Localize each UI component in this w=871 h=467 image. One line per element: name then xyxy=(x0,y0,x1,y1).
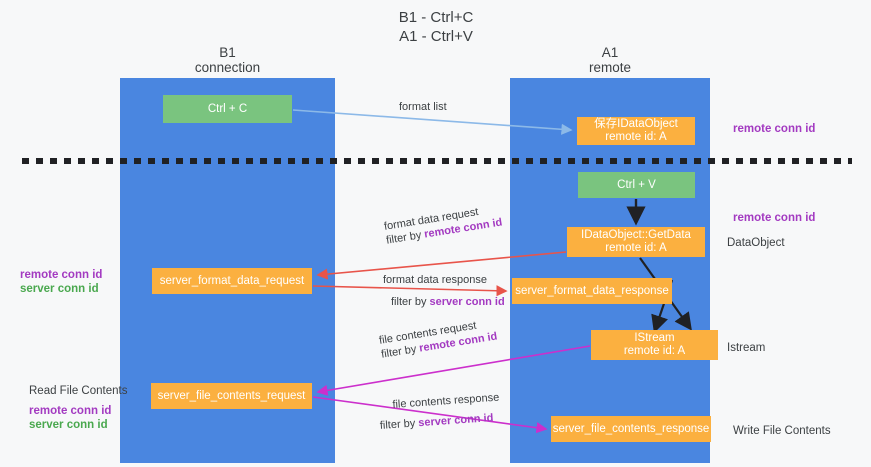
annotation-left-conn-ids-2: Read File Contents remote conn id server… xyxy=(29,384,127,432)
lane-title-a1: A1 remote xyxy=(510,45,710,75)
edge-label-file-contents-response-line1: file contents response xyxy=(392,391,500,411)
box-getdata-line1: IDataObject::GetData xyxy=(581,229,691,241)
box-istream[interactable]: IStream remote id: A xyxy=(591,330,718,360)
box-server-format-data-response[interactable]: server_format_data_response xyxy=(512,278,672,304)
page-title: B1 - Ctrl+C A1 - Ctrl+V xyxy=(236,8,636,46)
edge-label-fdresp-filter-prefix: filter by xyxy=(391,296,430,308)
annotation-remote-conn-id-mid: remote conn id xyxy=(733,212,816,224)
box-server-format-data-request-label: server_format_data_request xyxy=(159,274,305,287)
annotation-server-conn-id-2: server conn id xyxy=(29,419,108,431)
box-idataobject-getdata[interactable]: IDataObject::GetData remote id: A xyxy=(567,227,705,257)
box-istream-line1: IStream xyxy=(634,332,675,344)
box-ctrl-c-label: Ctrl + C xyxy=(207,102,248,115)
annotation-server-conn-id-1: server conn id xyxy=(20,283,99,295)
edge-label-fdresp-filter-key: server conn id xyxy=(429,296,505,308)
annotation-read-file-contents: Read File Contents xyxy=(29,385,128,397)
edge-label-format-data-response-line1: format data response xyxy=(383,274,487,286)
lane-title-b1-line2: connection xyxy=(194,60,261,75)
page-title-line1: B1 - Ctrl+C xyxy=(398,9,474,26)
lane-title-a1-line1: A1 xyxy=(601,45,619,60)
box-getdata-line2: remote id: A xyxy=(605,242,667,254)
box-idataobject-text: 保存IDataObject remote id: A xyxy=(594,118,678,144)
box-ctrl-v[interactable]: Ctrl + V xyxy=(578,172,695,198)
edge-label-file-contents-response: file contents response filter by server … xyxy=(379,391,501,432)
edge-label-file-contents-request: file contents request filter by remote c… xyxy=(378,316,498,362)
box-server-format-data-request[interactable]: server_format_data_request xyxy=(152,268,312,294)
box-idataobject[interactable]: 保存IDataObject remote id: A xyxy=(577,117,695,145)
box-idataobject-line2: remote id: A xyxy=(605,131,667,143)
annotation-remote-conn-id-top: remote conn id xyxy=(733,123,816,135)
edge-label-fcresp-filter-key: server conn id xyxy=(417,411,494,430)
box-server-file-contents-response[interactable]: server_file_contents_response xyxy=(551,416,711,442)
edge-label-file-contents-response-line2: filter by server conn id xyxy=(379,410,501,432)
box-ctrl-c[interactable]: Ctrl + C xyxy=(163,95,292,123)
box-istream-line2: remote id: A xyxy=(623,345,686,357)
edge-label-format-data-request: format data request filter by remote con… xyxy=(383,202,503,248)
annotation-left-conn-ids-1: remote conn id server conn id xyxy=(20,268,102,296)
edge-label-fcresp-filter-prefix: filter by xyxy=(379,417,419,432)
lane-title-a1-line2: remote xyxy=(588,60,632,75)
edge-label-format-data-response: format data response filter by server co… xyxy=(383,273,505,309)
annotation-dataobject: DataObject xyxy=(727,237,785,249)
edge-label-format-data-response-line2: filter by server conn id xyxy=(391,295,505,309)
box-istream-text: IStream remote id: A xyxy=(624,332,685,358)
annotation-remote-conn-id-1: remote conn id xyxy=(20,269,103,281)
box-idataobject-line1: 保存IDataObject xyxy=(594,118,678,130)
annotation-istream: Istream xyxy=(727,342,766,354)
lane-title-b1: B1 connection xyxy=(120,45,335,75)
edge-label-format-list: format list xyxy=(399,101,447,113)
box-ctrl-v-label: Ctrl + V xyxy=(617,178,656,191)
annotation-remote-conn-id-2: remote conn id xyxy=(29,405,112,417)
page-title-line2: A1 - Ctrl+V xyxy=(399,28,473,45)
box-server-format-data-response-label: server_format_data_response xyxy=(515,284,669,297)
box-getdata-text: IDataObject::GetData remote id: A xyxy=(581,229,691,255)
box-server-file-contents-response-label: server_file_contents_response xyxy=(552,422,710,435)
annotation-write-file-contents: Write File Contents xyxy=(733,425,831,437)
box-server-file-contents-request[interactable]: server_file_contents_request xyxy=(151,383,312,409)
box-server-file-contents-request-label: server_file_contents_request xyxy=(157,389,306,402)
lane-title-b1-line1: B1 xyxy=(219,45,236,60)
